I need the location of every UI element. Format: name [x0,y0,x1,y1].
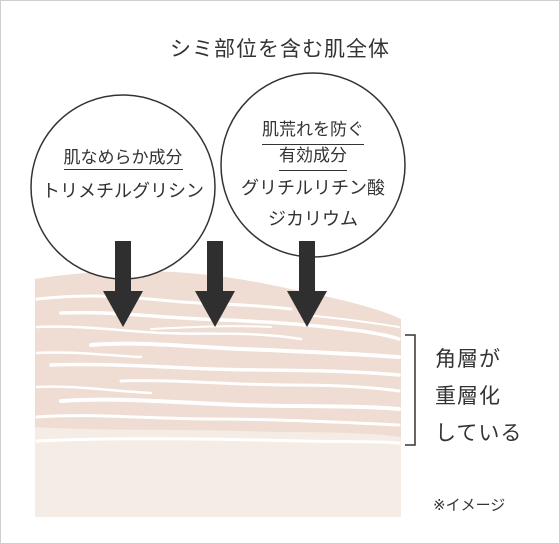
layer-line [89,341,401,359]
layer-bracket [405,334,416,446]
right-circle-ingredient-line1: グリチルリチン酸 [241,178,385,199]
layer-line [35,325,303,341]
left-circle-ingredient: トリメチルグリシン [42,181,204,202]
layer-line [35,437,401,445]
layer-line [35,351,143,359]
layer-line [35,385,153,395]
right-circle-ingredient-line2: ジカリウム [268,209,358,230]
layer-line [35,414,401,427]
diagram-title: シミ部位を含む肌全体 [170,37,390,61]
arrow-down-icon [195,241,235,327]
layer-line [150,325,272,330]
right-circle-label-line2: 有効成分 [279,143,347,171]
layer-line [119,379,401,393]
left-circle-label-text: 肌なめらか成分 [63,148,183,170]
image-note: ※イメージ [433,496,506,514]
layer-annotation: 角層が 重層化 している [435,341,545,452]
layer-annotation-line3: している [435,421,523,445]
layer-line [49,362,401,377]
layer-annotation-line2: 重層化 [435,384,501,408]
arrow-down-icon [103,241,143,327]
right-circle-ingredient: グリチルリチン酸 ジカリウム [215,173,411,235]
arrow-down-icon [287,241,327,327]
layer-line [35,294,293,311]
layer-annotation-line1: 角層が [435,347,501,371]
right-circle-label-line1: 肌荒れを防ぐ [262,117,364,145]
layer-line [59,397,401,411]
left-circle-label: 肌なめらか成分 [31,143,215,170]
